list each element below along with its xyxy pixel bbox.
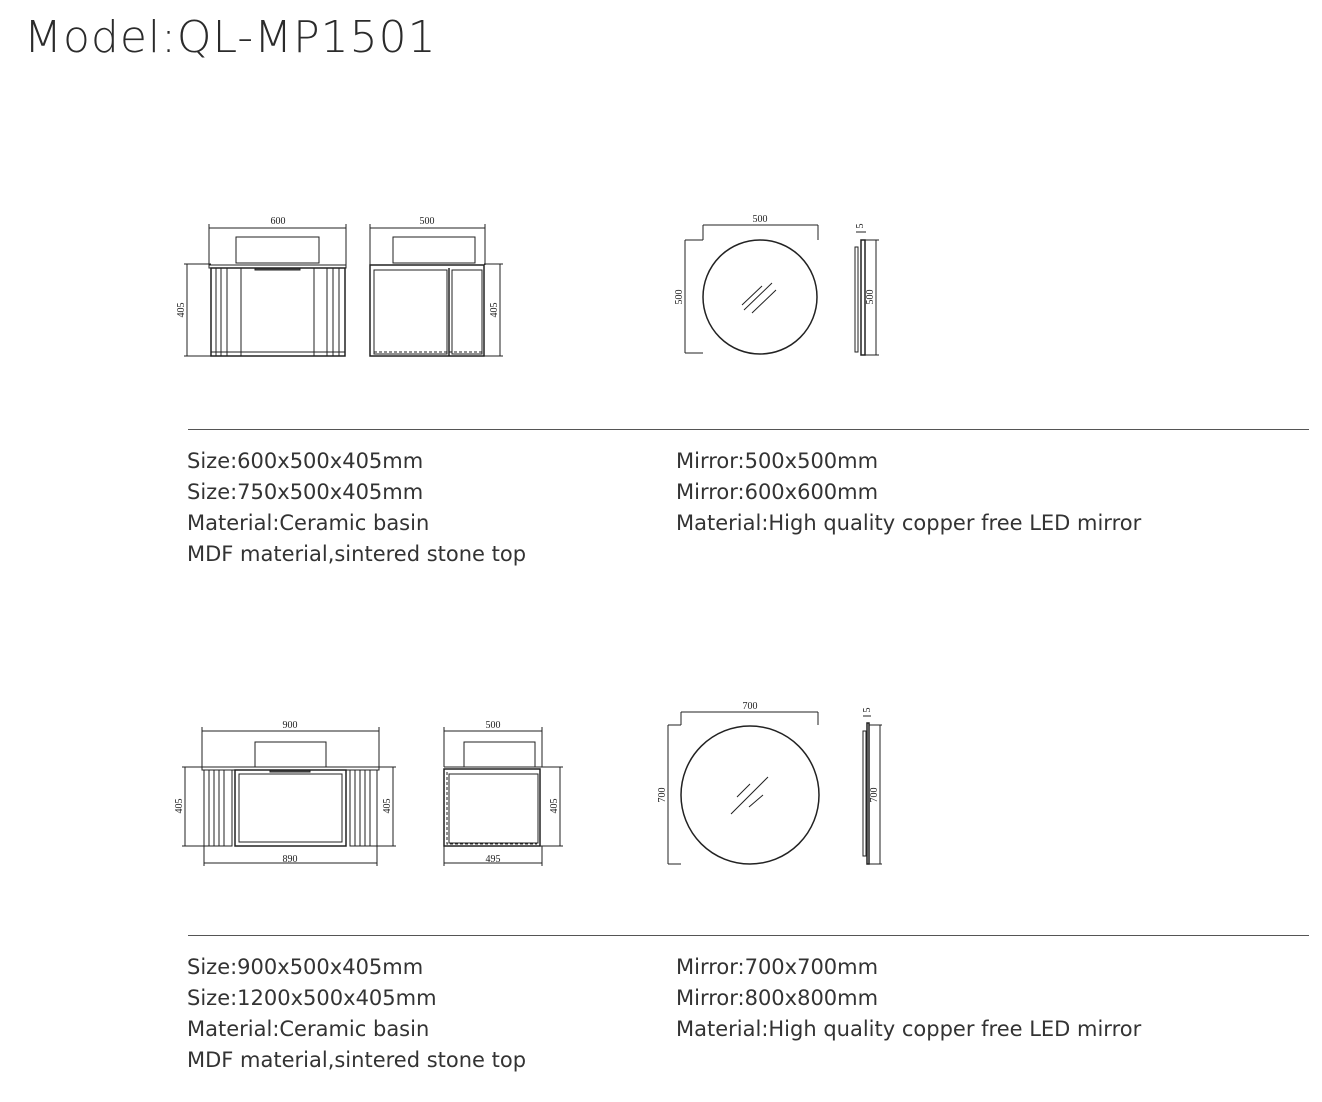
mirror-side-view-2: 5 700 bbox=[862, 708, 882, 865]
dim-mirror-height: 700 bbox=[657, 788, 668, 803]
dim-mirror-height: 500 bbox=[674, 290, 685, 305]
spec-line: Mirror:800x800mm bbox=[676, 986, 879, 1010]
vanity-side-view-2: 500 405 495 bbox=[443, 720, 563, 866]
vanity-side-view-1: 500 405 bbox=[369, 216, 503, 357]
spec-line: Material:High quality copper free LED mi… bbox=[676, 1017, 1142, 1041]
dim-front-bottom: 890 bbox=[283, 854, 298, 865]
mirror-front-view-1: 500 500 bbox=[674, 214, 819, 355]
divider-1 bbox=[188, 429, 1309, 430]
spec-line: Size:750x500x405mm bbox=[187, 480, 424, 504]
dim-front-height: 405 bbox=[176, 303, 187, 318]
dim-front-width: 600 bbox=[271, 216, 286, 227]
spec-line: Size:1200x500x405mm bbox=[187, 986, 437, 1010]
mirror-side-view-1: 5 500 bbox=[854, 224, 879, 356]
spec-line: Material:Ceramic basin bbox=[187, 1017, 430, 1041]
mirror-front-view-2: 700 700 bbox=[657, 701, 820, 865]
vanity-specs-2: Size:900x500x405mm Size:1200x500x405mm M… bbox=[187, 952, 526, 1076]
dim-side-height: 405 bbox=[489, 303, 500, 318]
dim-front-height-left: 405 bbox=[174, 799, 185, 814]
divider-2 bbox=[188, 935, 1309, 936]
spec-line: Size:900x500x405mm bbox=[187, 955, 424, 979]
dim-mirror-side-height: 500 bbox=[865, 290, 876, 305]
model-title: Model:QL-MP1501 bbox=[24, 12, 437, 63]
mirror-specs-1: Mirror:500x500mm Mirror:600x600mm Materi… bbox=[676, 446, 1141, 539]
mirror-specs-2: Mirror:700x700mm Mirror:800x800mm Materi… bbox=[676, 952, 1141, 1045]
vanity-specs-1: Size:600x500x405mm Size:750x500x405mm Ma… bbox=[187, 446, 526, 570]
dim-side-bottom: 495 bbox=[486, 854, 501, 865]
vanity-front-view-1: 600 405 bbox=[176, 216, 347, 357]
spec-line: Size:600x500x405mm bbox=[187, 449, 424, 473]
dim-side-height: 405 bbox=[549, 799, 560, 814]
dim-front-width: 900 bbox=[283, 720, 298, 731]
dim-front-height-right: 405 bbox=[382, 799, 393, 814]
spec-line: Mirror:600x600mm bbox=[676, 480, 879, 504]
spec-line: MDF material,sintered stone top bbox=[187, 542, 527, 566]
dim-side-depth: 500 bbox=[486, 720, 501, 731]
spec-line: Material:High quality copper free LED mi… bbox=[676, 511, 1142, 535]
dim-side-depth: 500 bbox=[420, 216, 435, 227]
spec-line: Mirror:700x700mm bbox=[676, 955, 879, 979]
spec-line: MDF material,sintered stone top bbox=[187, 1048, 527, 1072]
spec-line: Mirror:500x500mm bbox=[676, 449, 879, 473]
dim-mirror-width: 700 bbox=[743, 701, 758, 712]
spec-line: Material:Ceramic basin bbox=[187, 511, 430, 535]
dim-mirror-thickness: 5 bbox=[855, 224, 866, 229]
dim-mirror-thickness: 5 bbox=[862, 708, 873, 713]
dim-mirror-width: 500 bbox=[753, 214, 768, 225]
dim-mirror-side-height: 700 bbox=[869, 788, 880, 803]
vanity-front-view-2: 900 405 405 890 bbox=[174, 720, 396, 866]
